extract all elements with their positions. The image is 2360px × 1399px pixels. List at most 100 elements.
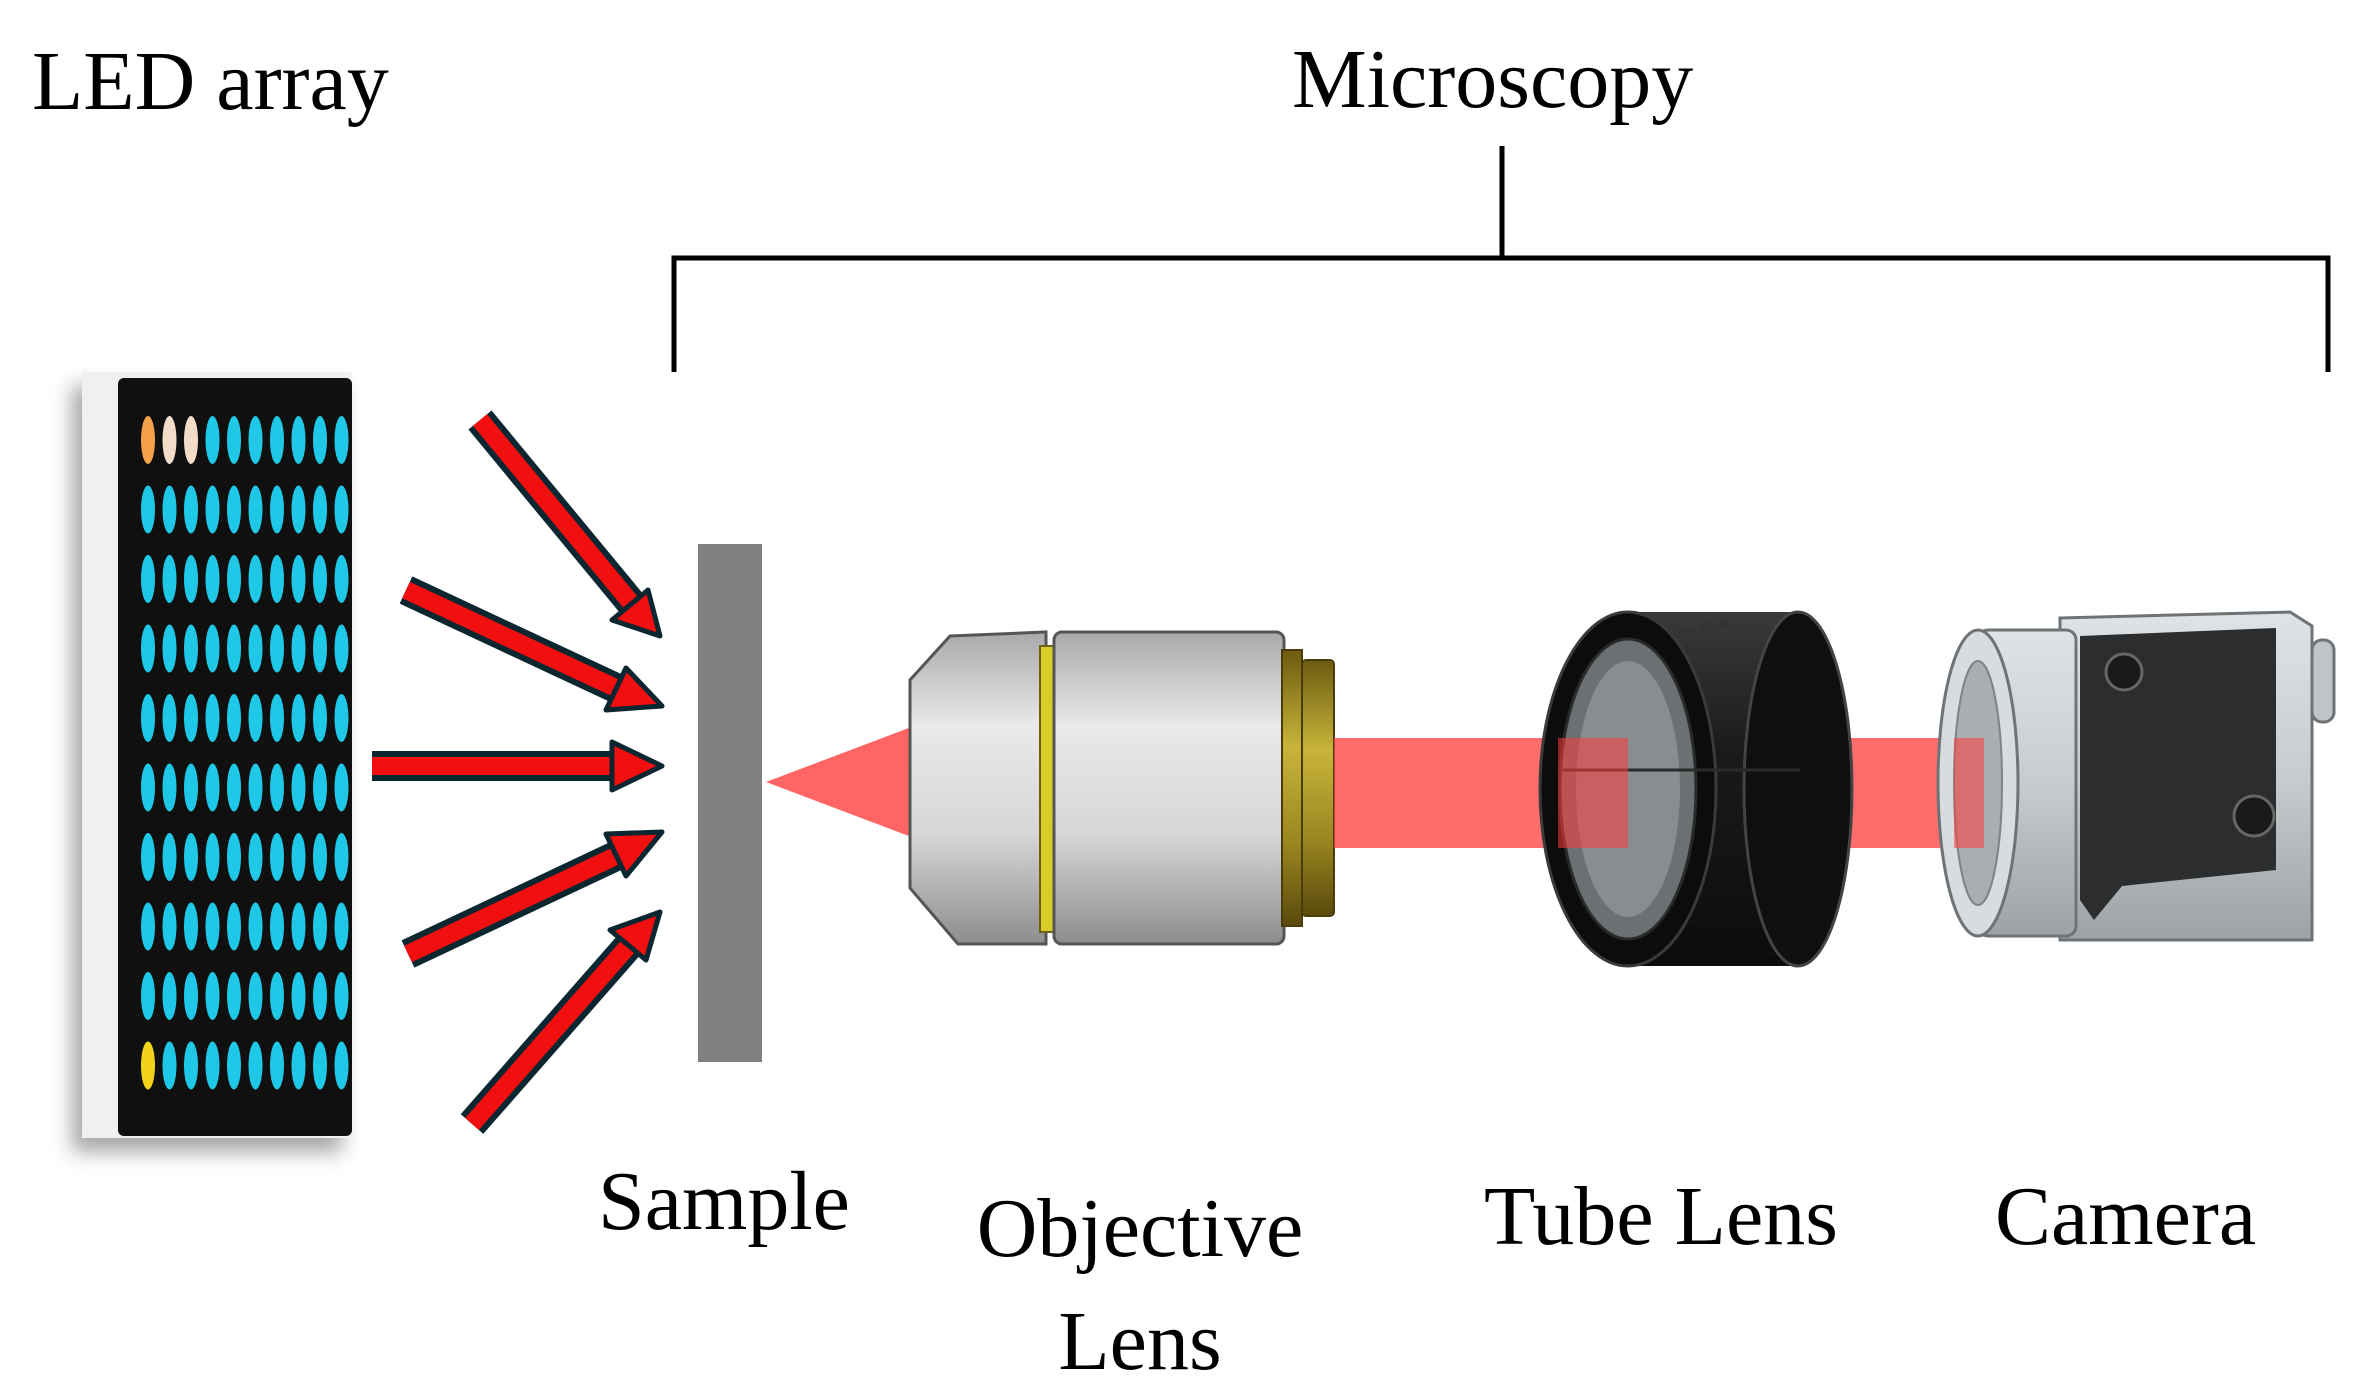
led-9-5 xyxy=(248,1041,263,1090)
led-7-5 xyxy=(248,902,263,951)
led-0-7 xyxy=(291,416,306,464)
led-4-6 xyxy=(270,694,284,742)
led-1-9 xyxy=(334,485,349,534)
led-5-1 xyxy=(162,763,177,812)
led-2-3 xyxy=(205,555,220,603)
led-3-1 xyxy=(162,624,177,673)
led-0-0 xyxy=(141,416,155,464)
led-0-3 xyxy=(205,416,220,464)
led-6-0 xyxy=(141,833,155,881)
led-8-2 xyxy=(184,972,198,1020)
led-3-7 xyxy=(291,624,306,673)
led-3-6 xyxy=(270,624,284,673)
led-0-1 xyxy=(162,416,177,464)
led-2-6 xyxy=(270,555,284,603)
led-7-6 xyxy=(270,902,284,951)
led-8-8 xyxy=(313,972,327,1020)
led-2-1 xyxy=(162,555,177,603)
led-5-6 xyxy=(270,763,284,812)
led-5-8 xyxy=(313,763,327,812)
led-1-2 xyxy=(184,485,198,534)
led-3-0 xyxy=(141,624,155,673)
led-0-2 xyxy=(184,416,198,464)
led-2-8 xyxy=(313,555,327,603)
led-5-5 xyxy=(248,763,263,812)
led-3-4 xyxy=(227,624,241,673)
led-1-4 xyxy=(227,485,241,534)
tube-lens-label: Tube Lens xyxy=(1484,1170,1838,1263)
led-5-4 xyxy=(227,763,241,812)
objective-lens-label-line1: Objective xyxy=(976,1182,1304,1275)
objective-lens-label: Objective Lens xyxy=(960,1172,1320,1399)
led-8-6 xyxy=(270,972,284,1020)
led-1-7 xyxy=(291,485,306,534)
led-1-0 xyxy=(141,485,155,534)
led-5-3 xyxy=(205,763,220,812)
led-7-2 xyxy=(184,902,198,951)
illumination-arrows xyxy=(372,410,665,1134)
microscopy-label: Microscopy xyxy=(1292,33,1694,126)
led-7-4 xyxy=(227,902,241,951)
objective-lens xyxy=(908,630,1335,946)
led-4-3 xyxy=(205,694,220,742)
led-9-0 xyxy=(141,1041,155,1090)
sample-slide xyxy=(698,544,762,1062)
light-beam-overlay xyxy=(1558,738,1628,848)
camera-body xyxy=(1936,610,2336,942)
led-9-4 xyxy=(227,1041,241,1090)
arrow-1 xyxy=(468,410,663,639)
led-4-2 xyxy=(184,694,198,742)
arrow-5 xyxy=(460,909,663,1134)
led-1-8 xyxy=(313,485,327,534)
led-8-1 xyxy=(162,972,177,1020)
led-5-0 xyxy=(141,763,155,812)
led-5-7 xyxy=(291,763,306,812)
led-7-3 xyxy=(205,902,220,951)
led-6-7 xyxy=(291,833,306,881)
led-4-7 xyxy=(291,694,306,742)
led-7-9 xyxy=(334,902,349,951)
led-4-5 xyxy=(248,694,263,742)
objective-lens-label-line2: Lens xyxy=(1058,1295,1222,1389)
led-9-1 xyxy=(162,1041,177,1090)
arrow-4 xyxy=(401,829,665,968)
led-9-7 xyxy=(291,1041,306,1090)
led-0-6 xyxy=(270,416,284,464)
led-2-5 xyxy=(248,555,263,603)
led-9-9 xyxy=(334,1041,349,1090)
led-1-6 xyxy=(270,485,284,534)
microscopy-bracket xyxy=(671,146,2331,372)
led-2-4 xyxy=(227,555,241,603)
led-1-3 xyxy=(205,485,220,534)
led-array-panel xyxy=(82,372,352,1138)
sample-label: Sample xyxy=(598,1155,850,1248)
led-8-5 xyxy=(248,972,263,1020)
led-grid xyxy=(141,416,349,1090)
led-8-9 xyxy=(334,972,349,1020)
led-4-0 xyxy=(141,694,155,742)
led-3-8 xyxy=(313,624,327,673)
led-1-1 xyxy=(162,485,177,534)
arrow-3 xyxy=(372,739,665,793)
led-3-2 xyxy=(184,624,198,673)
led-6-3 xyxy=(205,833,220,881)
arrow-2 xyxy=(399,576,665,713)
light-beam-camera-overlay xyxy=(1954,738,1984,848)
led-4-9 xyxy=(334,694,349,742)
led-0-8 xyxy=(313,416,327,464)
led-3-9 xyxy=(334,624,349,673)
led-5-9 xyxy=(334,763,349,812)
light-cone xyxy=(766,726,914,838)
led-6-4 xyxy=(227,833,241,881)
led-8-3 xyxy=(205,972,220,1020)
camera-label: Camera xyxy=(1995,1170,2257,1263)
led-7-1 xyxy=(162,902,177,951)
led-3-3 xyxy=(205,624,220,673)
led-4-4 xyxy=(227,694,241,742)
led-9-6 xyxy=(270,1041,284,1090)
led-1-5 xyxy=(248,485,263,534)
led-6-1 xyxy=(162,833,177,881)
led-9-8 xyxy=(313,1041,327,1090)
